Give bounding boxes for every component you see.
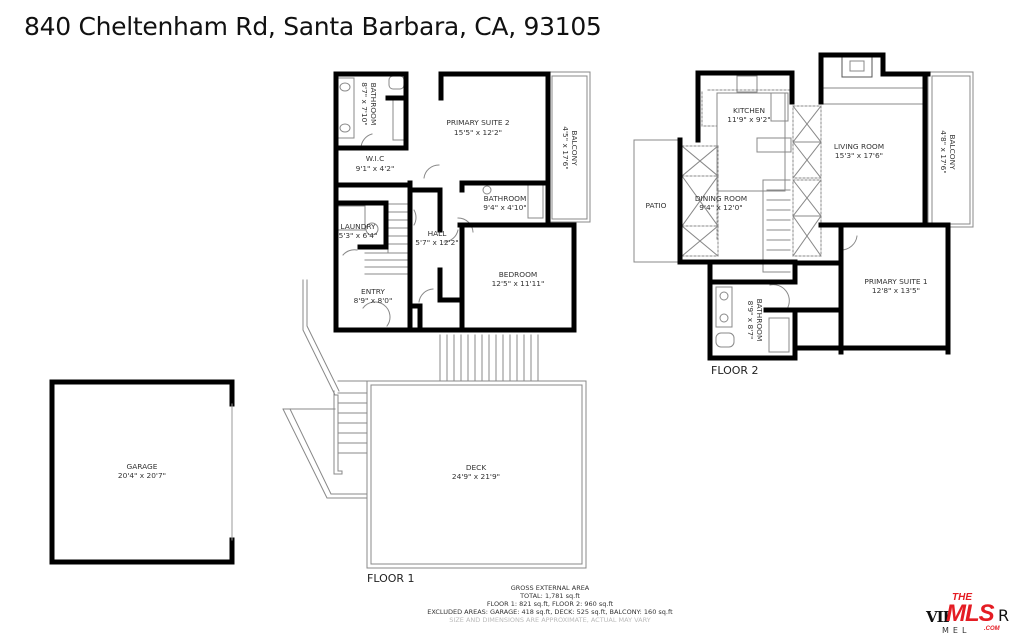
- logo-the: THE: [952, 592, 972, 603]
- room-name-entry: ENTRY: [361, 287, 385, 296]
- logo-com: .COM: [984, 626, 1000, 632]
- room-name-patio: PATIO: [646, 201, 667, 210]
- area-total: TOTAL: 1,781 sq.ft: [520, 592, 580, 601]
- floor1-label: FLOOR 1: [367, 572, 415, 585]
- area-excluded: EXCLUDED AREAS: GARAGE: 418 sq.ft, DECK:…: [427, 608, 673, 617]
- room-name-garage: GARAGE: [127, 462, 158, 471]
- room-dims-bathroom-b: 9'4" x 4'10": [483, 203, 526, 212]
- logo-sub: MEL: [942, 626, 971, 635]
- room-dims-wic: 9'1" x 4'2": [356, 164, 395, 173]
- room-dims-laundry: 5'3" x 6'4": [339, 231, 378, 240]
- room-dims-bathroom-f2: 8'9" x 8'7": [746, 301, 755, 340]
- logo-suffix: R: [998, 606, 1010, 625]
- room-dims-hall: 5'7" x 12'2": [415, 238, 458, 247]
- logo-mls: MLS: [946, 600, 995, 627]
- room-name-kitchen: KITCHEN: [733, 106, 765, 115]
- floor1-labels: BATHROOM 8'7" x 7'10" PRIMARY SUITE 2 15…: [118, 82, 579, 585]
- property-address: 840 Cheltenham Rd, Santa Barbara, CA, 93…: [24, 12, 602, 41]
- room-name-balcony-2: BALCONY: [948, 134, 957, 170]
- room-dims-dining-room: 9'4" x 12'0": [699, 203, 742, 212]
- floor2-plan: [633, 52, 974, 361]
- area-disclaimer: SIZE AND DIMENSIONS ARE APPROXIMATE, ACT…: [449, 616, 651, 625]
- room-name-bathroom-f2: BATHROOM: [755, 299, 764, 342]
- room-name-balcony-1: BALCONY: [570, 130, 579, 166]
- room-dims-balcony-1: 4'5" x 17'6": [561, 126, 570, 169]
- floor2-label: FLOOR 2: [711, 364, 759, 377]
- mls-logo: VII THE MLS R MEL .COM: [918, 590, 1018, 638]
- floor2-labels: KITCHEN 11'9" x 9'2" LIVING ROOM 15'3" x…: [646, 106, 957, 377]
- area-heading: GROSS EXTERNAL AREA: [510, 584, 590, 592]
- room-name-living-room: LIVING ROOM: [834, 142, 884, 151]
- area-summary: GROSS EXTERNAL AREA TOTAL: 1,781 sq.ft F…: [400, 584, 700, 624]
- room-dims-bathroom-a: 8'7" x 7'10": [360, 82, 369, 125]
- room-name-bathroom-b: BATHROOM: [484, 194, 527, 203]
- room-name-dining-room: DINING ROOM: [695, 194, 747, 203]
- room-dims-bedroom: 12'5" x 11'11": [492, 279, 545, 288]
- room-dims-garage: 20'4" x 20'7": [118, 471, 166, 480]
- room-dims-balcony-2: 4'8" x 17'6": [939, 130, 948, 173]
- room-dims-kitchen: 11'9" x 9'2": [727, 115, 770, 124]
- area-floors: FLOOR 1: 821 sq.ft, FLOOR 2: 960 sq.ft: [486, 600, 614, 609]
- room-dims-primary-suite-2: 15'5" x 12'2": [454, 128, 502, 137]
- room-name-primary-suite-2: PRIMARY SUITE 2: [446, 118, 509, 127]
- room-name-bedroom: BEDROOM: [499, 270, 538, 279]
- room-name-wic: W.I.C: [366, 154, 385, 163]
- room-dims-deck: 24'9" x 21'9": [452, 472, 500, 481]
- room-dims-entry: 8'9" x 8'0": [354, 296, 393, 305]
- room-dims-living-room: 15'3" x 17'6": [835, 151, 883, 160]
- room-name-deck: DECK: [466, 463, 487, 472]
- room-name-laundry: LAUNDRY: [340, 222, 376, 231]
- floor1-plan: [49, 71, 591, 569]
- room-name-primary-suite-1: PRIMARY SUITE 1: [864, 277, 928, 286]
- room-name-hall: HALL: [428, 229, 448, 238]
- room-name-bathroom-a: BATHROOM: [369, 83, 378, 126]
- logo-prefix: VII: [926, 608, 950, 626]
- room-dims-primary-suite-1: 12'8" x 13'5": [872, 286, 920, 295]
